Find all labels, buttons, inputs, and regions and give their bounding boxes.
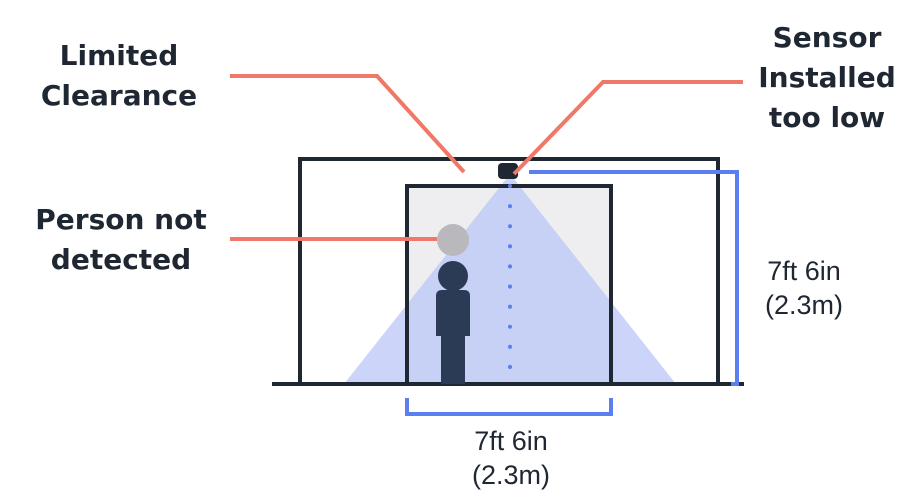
person-not-detected-line-1: Person not xyxy=(35,203,207,236)
height-dimension-metric: (2.3m) xyxy=(764,290,843,320)
width-dimension-bracket xyxy=(405,398,613,416)
undetected-head xyxy=(437,224,469,256)
sensor-installed-callout-line xyxy=(512,80,743,176)
width-dimension-metric: (2.3m) xyxy=(471,460,550,490)
sensor-installed-line-2: Installed xyxy=(758,61,896,94)
sensor-installed-too-low-label: Sensor Installed too low xyxy=(752,18,902,138)
person-not-detected-line-2: detected xyxy=(50,243,192,276)
height-dimension-label: 7ft 6in (2.3m) xyxy=(742,254,866,322)
ceiling-sensor-icon xyxy=(498,163,518,179)
person-icon xyxy=(436,261,470,384)
outer-room-frame xyxy=(298,157,720,384)
width-dimension-value: 7ft 6in xyxy=(474,426,548,456)
sensor-installed-line-1: Sensor xyxy=(772,21,882,54)
sensor-installed-line-3: too low xyxy=(768,101,886,134)
width-dimension-label: 7ft 6in (2.3m) xyxy=(449,424,573,492)
limited-clearance-line-2: Clearance xyxy=(40,79,198,112)
height-dimension-value: 7ft 6in xyxy=(767,256,841,286)
person-not-detected-label: Person not detected xyxy=(16,200,226,280)
height-dimension-bracket xyxy=(529,170,739,386)
limited-clearance-line-1: Limited xyxy=(59,39,179,72)
sensor-detection-cone xyxy=(344,174,676,384)
limited-clearance-callout-line xyxy=(230,74,466,174)
limited-clearance-label: Limited Clearance xyxy=(24,36,214,116)
